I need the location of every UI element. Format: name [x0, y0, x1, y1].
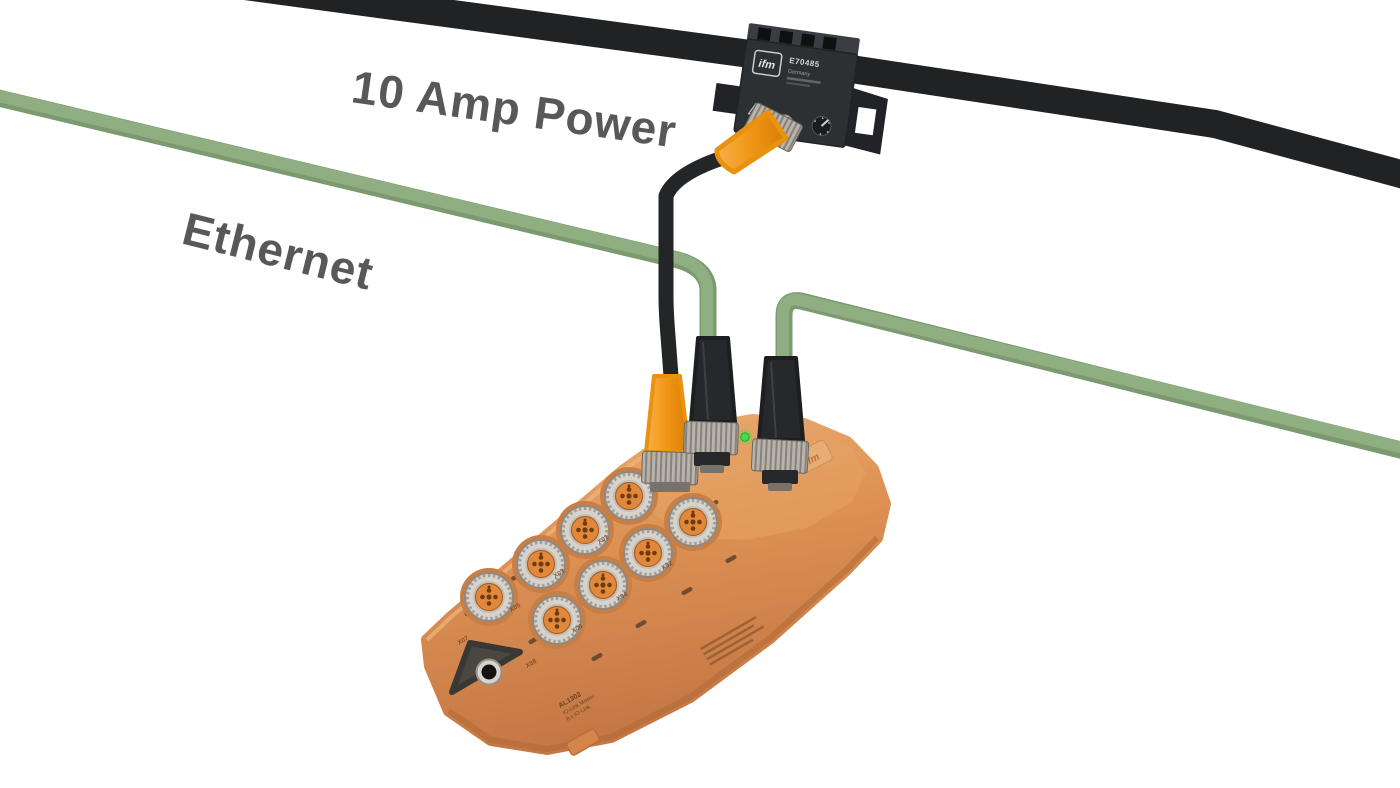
m12-port	[510, 533, 572, 595]
power-connector-collar	[650, 482, 690, 492]
vent-slot	[800, 33, 816, 48]
ethernet1-boot-highlight	[702, 341, 709, 421]
power-connector-nut	[641, 450, 699, 486]
vent-slot	[756, 27, 772, 42]
m12-port	[572, 554, 634, 616]
ethernet1-tip	[700, 465, 724, 473]
ethernet-cable-left-core	[0, 90, 713, 350]
power-trunk-cable	[243, 0, 1400, 189]
tap-fineprint-bar	[786, 81, 811, 88]
ethernet2-boot	[757, 356, 805, 442]
ethernet1-collar	[694, 452, 730, 466]
dial-tick	[819, 133, 822, 135]
ethernet-connector-2	[750, 356, 810, 491]
tap-fineprint-bar	[786, 76, 821, 84]
power-tap-box: ifm E70485 Germany	[712, 23, 888, 155]
mounting-hole	[481, 664, 497, 680]
ethernet-line-label: Ethernet	[178, 202, 379, 300]
m12-port	[458, 566, 520, 628]
power-drop-cable	[658, 144, 744, 377]
module-bottom-rim	[447, 535, 880, 752]
dial-tick	[828, 122, 830, 124]
m12-port	[526, 589, 588, 651]
ethernet-connector-1	[683, 336, 739, 473]
power-connector	[641, 374, 699, 492]
bracket-notch	[854, 106, 877, 136]
status-led	[740, 432, 750, 442]
dial-pointer	[820, 119, 830, 127]
dial-tick	[814, 120, 817, 122]
mount-wing-left	[712, 82, 743, 115]
dial-tick	[821, 117, 824, 120]
power-connector-boot	[644, 374, 691, 454]
ifm-logo-text: ifm	[758, 58, 776, 72]
vent-slot	[778, 30, 794, 45]
io-link-master-module: X01 X02 X03 X04 X05 X06 X07 X08 AL1302 I…	[421, 414, 891, 756]
ethernet2-boot-highlight	[770, 361, 777, 439]
power-line-label: 10 Amp Power	[349, 60, 680, 157]
ifm-logo-frame	[751, 49, 783, 77]
ethernet2-nut	[750, 438, 810, 474]
dial-tick	[826, 131, 829, 133]
ethernet1-boot	[689, 336, 737, 424]
module-bottom-tab	[565, 728, 601, 756]
tap-connector-boot	[714, 109, 789, 175]
ethernet-cable-right-core	[777, 293, 1400, 454]
vent-slot	[822, 36, 837, 51]
ethernet1-nut	[683, 420, 739, 456]
module-fineprint-bars	[700, 616, 765, 666]
ethernet2-collar	[762, 470, 798, 484]
ethernet2-tip	[768, 483, 792, 491]
tap-origin-text: Germany	[787, 69, 810, 78]
tap-model-text: E70485	[789, 56, 821, 69]
